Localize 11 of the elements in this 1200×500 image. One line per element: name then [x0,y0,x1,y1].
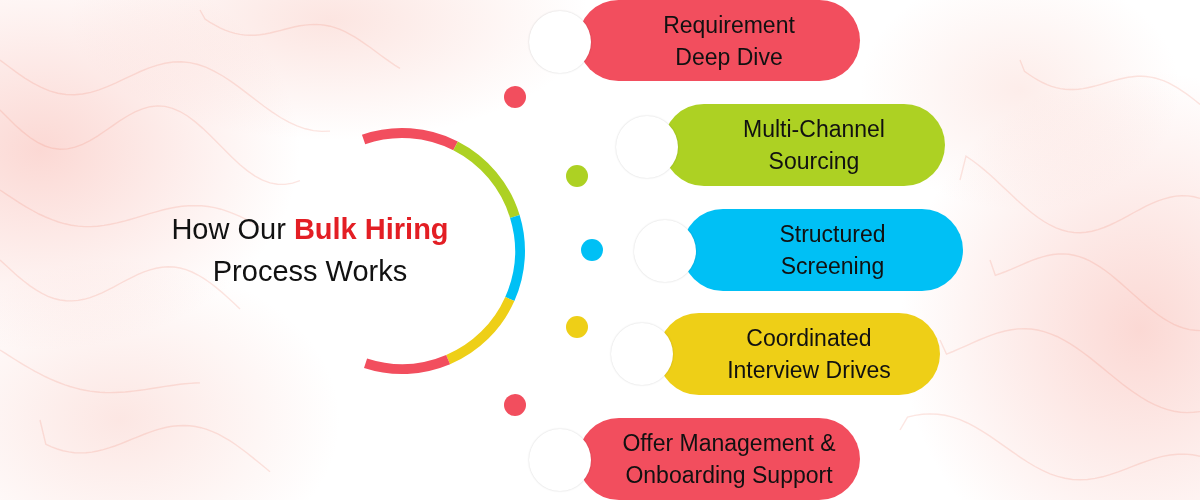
step-label: Offer Management & Onboarding Support [621,429,837,490]
title: How Our Bulk Hiring Process Works [170,212,450,289]
step-pill [616,104,945,186]
step-label: Multi-Channel Sourcing [742,115,886,176]
step-label: Requirement Deep Dive [662,10,796,72]
step-pill [529,418,860,500]
step-pill [529,0,860,81]
step-label: Structured Screening [778,220,887,281]
step-pill [634,209,963,291]
step-label: Coordinated Interview Drives [726,324,892,385]
step-pill [611,313,940,395]
